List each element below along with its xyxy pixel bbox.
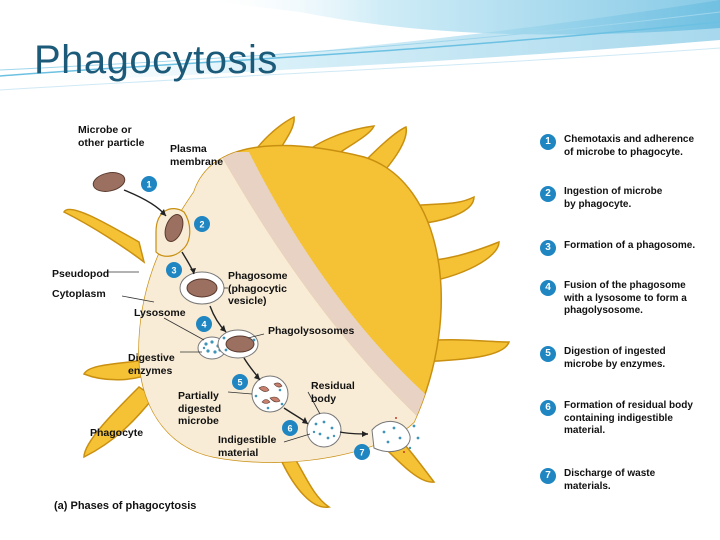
residual-body <box>306 412 342 448</box>
step-text: Ingestion of microbe by phagocyte. <box>564 186 663 210</box>
svg-text:6: 6 <box>287 424 292 434</box>
step-number-badge: 6 <box>540 400 556 416</box>
label-phagolysosomes: Phagolysosomes <box>268 325 355 337</box>
step-number-badge: 1 <box>540 134 556 150</box>
label-digestive-enzymes: Digestive enzymes <box>128 352 175 377</box>
slide-title: Phagocytosis <box>34 38 278 82</box>
label-pseudopod: Pseudopod <box>52 268 110 280</box>
label-microbe: Microbe or other particle <box>78 124 145 149</box>
header-swoosh <box>0 0 720 100</box>
svg-text:4: 4 <box>201 320 206 330</box>
step-text: Formation of residual body containing in… <box>564 400 693 436</box>
step-text: Chemotaxis and adherence of microbe to p… <box>564 134 695 158</box>
label-phagosome: Phagosome (phagocytic vesicle) <box>228 270 288 307</box>
svg-text:1: 1 <box>146 180 151 190</box>
step-text: Fusion of the phagosome with a lysosome … <box>564 280 687 316</box>
step-number-badge: 5 <box>540 346 556 362</box>
step-number-badge: 3 <box>540 240 556 256</box>
label-phagocyte: Phagocyte <box>90 427 144 439</box>
step-text: Digestion of ingested microbe by enzymes… <box>564 346 666 370</box>
label-lysosome: Lysosome <box>134 307 186 319</box>
label-indigestible-material: Indigestible material <box>218 434 277 459</box>
label-cytoplasm: Cytoplasm <box>52 288 106 300</box>
microbe-particle <box>92 172 126 192</box>
step-text: Formation of a phagosome. <box>564 240 696 251</box>
svg-text:7: 7 <box>359 448 364 458</box>
label-residual-body: Residual body <box>311 380 355 405</box>
step-number-badge: 7 <box>540 468 556 484</box>
svg-text:3: 3 <box>171 266 176 276</box>
figure-caption: (a) Phases of phagocytosis <box>54 500 197 512</box>
step-number-badge: 4 <box>540 280 556 296</box>
step-number-badge: 2 <box>540 186 556 202</box>
svg-text:5: 5 <box>237 378 242 388</box>
svg-text:2: 2 <box>199 220 204 230</box>
step-text: Discharge of waste materials. <box>564 468 656 492</box>
label-partially-digested: Partially digested microbe <box>178 390 222 427</box>
phagocytosis-figure: 1 2 3 4 5 6 7 Microbe or other particle … <box>44 112 704 522</box>
partially-digested-microbe <box>251 375 289 413</box>
label-plasma-membrane: Plasma membrane <box>170 143 224 168</box>
phagocyte-diagram: 1 2 3 4 5 6 7 <box>62 115 511 508</box>
